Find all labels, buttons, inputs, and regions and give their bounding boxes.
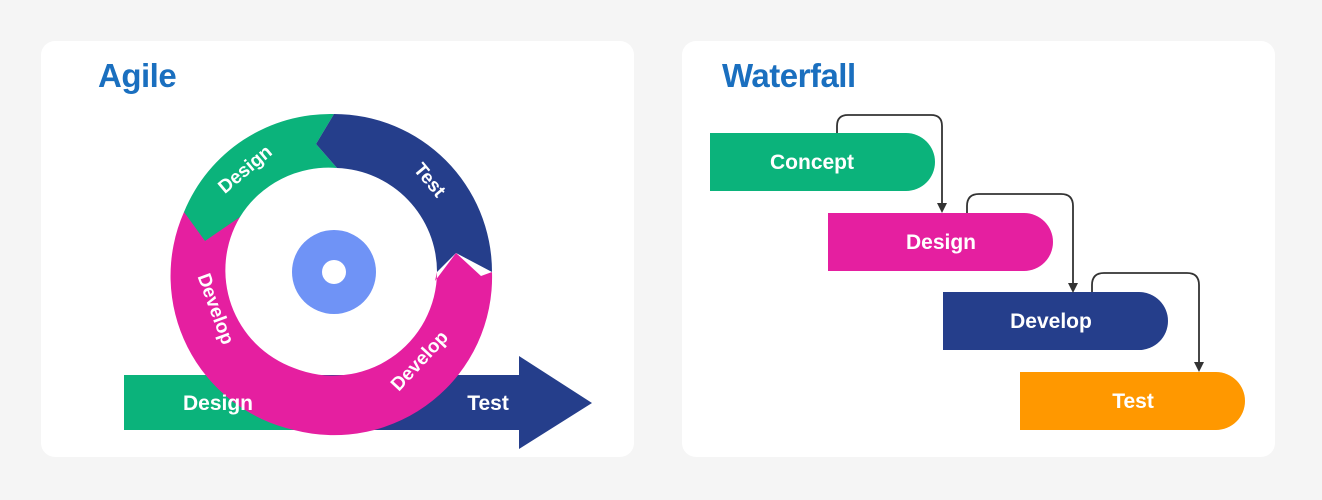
waterfall-connector-3 <box>1091 272 1204 372</box>
waterfall-step-concept <box>710 133 935 191</box>
waterfall-step-test <box>1020 372 1245 430</box>
waterfall-connector-2 <box>966 193 1078 293</box>
agile-title: Agile <box>98 57 177 94</box>
cycle-segment-develop-right <box>294 253 493 436</box>
waterfall-connector-1 <box>836 114 947 213</box>
cycle-segment-test <box>316 114 492 272</box>
waterfall-panel: Waterfall Concept Design Develop Test <box>682 41 1275 457</box>
cycle-segment-develop-left <box>170 212 294 430</box>
cycle-center-hole <box>322 260 346 284</box>
agile-diagram: Design Test Develop Develop Design Test <box>124 113 592 449</box>
arrow-label-test: Test <box>467 392 509 415</box>
waterfall-label-concept: Concept <box>770 151 854 174</box>
waterfall-title: Waterfall <box>722 57 856 94</box>
agile-panel: Agile Design Test Develop Develop Design… <box>41 41 634 457</box>
waterfall-label-develop: Develop <box>1010 310 1092 333</box>
waterfall-label-design: Design <box>906 231 976 254</box>
waterfall-step-develop <box>943 292 1168 350</box>
waterfall-step-design <box>828 213 1053 271</box>
waterfall-label-test: Test <box>1112 390 1154 413</box>
arrow-label-design: Design <box>183 392 253 415</box>
cycle-segment-design <box>184 113 337 241</box>
waterfall-diagram: Concept Design Develop Test <box>710 114 1245 430</box>
